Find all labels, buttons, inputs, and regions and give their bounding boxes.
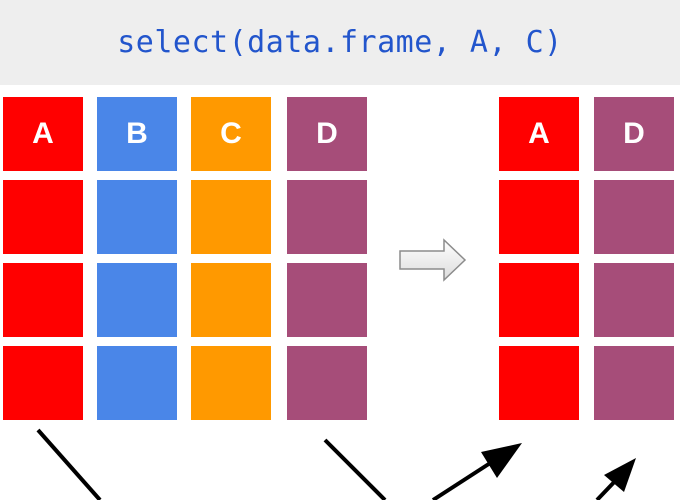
pointer-arrow-a-shaft bbox=[431, 456, 500, 500]
table-cell bbox=[287, 263, 367, 337]
table-cell bbox=[594, 180, 674, 254]
table-cell bbox=[3, 346, 83, 420]
table-cell bbox=[499, 263, 579, 337]
arrowhead-icon bbox=[481, 443, 522, 478]
table-cell bbox=[191, 263, 271, 337]
code-banner: select(data.frame, A, C) bbox=[0, 0, 680, 85]
column-header-d: D bbox=[594, 97, 674, 171]
table-cell bbox=[97, 263, 177, 337]
column-header-a: A bbox=[3, 97, 83, 171]
arrow-right-icon bbox=[399, 238, 467, 282]
column-header-a: A bbox=[499, 97, 579, 171]
column-header-d: D bbox=[287, 97, 367, 171]
code-expression: select(data.frame, A, C) bbox=[117, 25, 563, 60]
column-header-c: C bbox=[191, 97, 271, 171]
table-cell bbox=[287, 180, 367, 254]
arrowhead-icon bbox=[604, 458, 636, 492]
table-cell bbox=[97, 346, 177, 420]
table-cell bbox=[287, 346, 367, 420]
column-header-b: B bbox=[97, 97, 177, 171]
table-cell bbox=[3, 180, 83, 254]
table-cell bbox=[191, 180, 271, 254]
table-cell bbox=[594, 346, 674, 420]
pointer-line-a bbox=[36, 428, 102, 500]
pointer-line-d bbox=[323, 438, 387, 500]
table-cell bbox=[97, 180, 177, 254]
table-cell bbox=[499, 346, 579, 420]
table-cell bbox=[3, 263, 83, 337]
table-cell bbox=[191, 346, 271, 420]
table-cell bbox=[594, 263, 674, 337]
table-cell bbox=[499, 180, 579, 254]
